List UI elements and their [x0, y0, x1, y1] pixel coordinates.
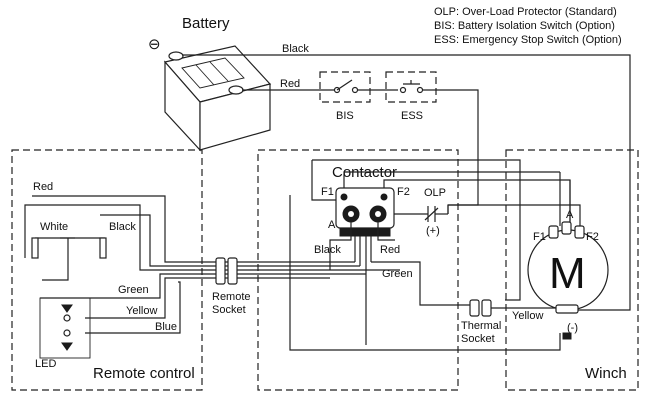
legend-ess: ESS: Emergency Stop Switch (Option): [434, 34, 622, 46]
winch-label: Winch: [585, 365, 627, 382]
led-label: LED: [35, 358, 56, 370]
remote-socket-label-2: Socket: [212, 304, 246, 316]
contactor-terminal-f1: [340, 193, 348, 201]
cable-bundle: [178, 261, 400, 279]
contactor-green-label: Green: [382, 268, 413, 280]
remote-black-label: Black: [109, 221, 136, 233]
thermal-socket: Thermal Socket: [461, 299, 556, 345]
winch-box: [505, 149, 639, 391]
battery-label: Battery: [182, 15, 230, 32]
olp-label: OLP: [424, 187, 446, 199]
red-wire-label: Red: [280, 78, 300, 90]
contactor-a-label: A: [328, 219, 336, 231]
remote-blue-label: Blue: [155, 321, 177, 333]
remote-socket-label-1: Remote: [212, 291, 251, 303]
contactor-black-label: Black: [314, 244, 341, 256]
winch: M A F1 F2 Yellow (-): [512, 209, 609, 340]
bis-switch: BIS: [319, 71, 371, 122]
remote-green-label: Green: [118, 284, 149, 296]
led-icon-2: [61, 342, 73, 351]
motor-minus-label: (-): [567, 322, 578, 334]
remote-white-label: White: [40, 221, 68, 233]
ess-label: ESS: [401, 110, 423, 122]
thermal-socket-label-1: Thermal: [461, 320, 501, 332]
motor-label: M: [549, 249, 586, 298]
thermal-socket-label-2: Socket: [461, 333, 495, 345]
remote-control: Red White Black Green Yellow Blue LED: [24, 181, 181, 370]
led-icon-1: [61, 304, 73, 313]
battery-positive-terminal: [228, 85, 244, 95]
legend: OLP: Over-Load Protector (Standard) BIS:…: [434, 6, 622, 46]
motor-f1-label: F1: [533, 231, 546, 243]
olp-plus-label: (+): [426, 225, 440, 237]
battery-negative-icon: ⊖: [148, 36, 161, 53]
battery-negative-terminal: [168, 51, 184, 61]
ess-switch: ESS: [385, 71, 437, 122]
remote-yellow-label: Yellow: [126, 305, 157, 317]
contactor-terminal-f2: [380, 193, 388, 201]
contactor-f2-label: F2: [397, 186, 410, 198]
battery: Battery ⊖ ⊕: [148, 15, 272, 152]
bis-label: BIS: [336, 110, 354, 122]
legend-olp: OLP: Over-Load Protector (Standard): [434, 6, 617, 18]
contactor-red-label: Red: [380, 244, 400, 256]
winch-yellow-label: Yellow: [512, 310, 543, 322]
contactor-f1-label: F1: [321, 186, 334, 198]
motor-f2-label: F2: [586, 231, 599, 243]
olp: OLP (+): [394, 187, 448, 237]
battery-wires: Black Red: [182, 43, 631, 311]
black-wire-label: Black: [282, 43, 309, 55]
remote-control-label: Remote control: [93, 365, 195, 382]
legend-bis: BIS: Battery Isolation Switch (Option): [434, 20, 615, 32]
remote-red-label: Red: [33, 181, 53, 193]
remote-socket: Remote Socket: [212, 257, 251, 316]
